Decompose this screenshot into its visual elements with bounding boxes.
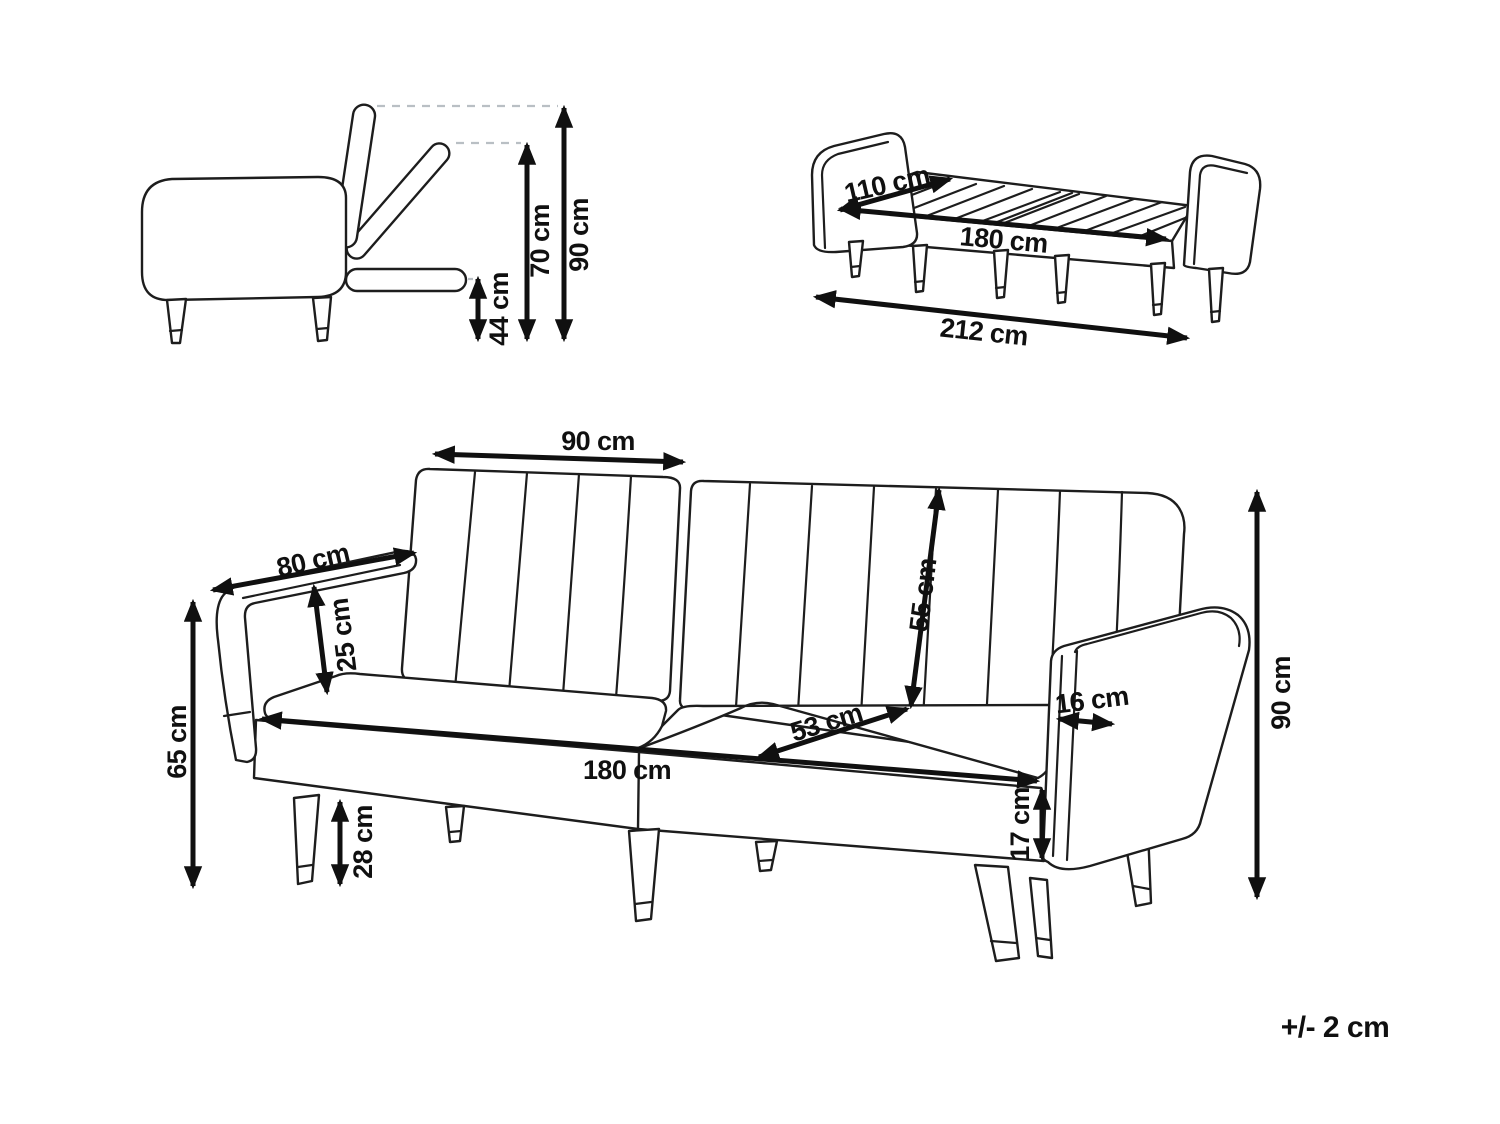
front-view-diagram: 90 cm 80 cm 25 cm 65 cm 28 cm 180 cm 53 …: [162, 426, 1296, 963]
bed-right-armrest: [1182, 154, 1262, 276]
dim-label-armrest-height: 65 cm: [162, 705, 192, 779]
backrest-flat-position: [344, 267, 468, 293]
dim-arrow-backrest-height: [904, 486, 946, 710]
bed-view-diagram: 110 cm 180 cm 212 cm: [810, 132, 1262, 352]
front-view-legs: [292, 793, 1153, 963]
dim-label-mattress-length: 180 cm: [959, 221, 1049, 259]
bed-right-armrest-seam: [1192, 164, 1249, 266]
dim-arrow-armrest-thickness: [1055, 711, 1116, 732]
front-right-armrest: [1041, 606, 1251, 871]
side-view-legs: [165, 295, 333, 345]
dim-label-total-height: 90 cm: [1266, 656, 1296, 730]
side-view-diagram: 44 cm 70 cm 90 cm: [140, 103, 594, 346]
dim-label-backrest-section-width: 90 cm: [561, 426, 635, 456]
dim-label-backrest-mid-height: 70 cm: [525, 204, 555, 278]
tolerance-note: +/- 2 cm: [1281, 1011, 1390, 1044]
dim-label-seat-width: 180 cm: [583, 755, 671, 785]
dim-arrow-backrest-section-width: [431, 445, 687, 471]
dim-arrow-seat-width: [258, 711, 1041, 789]
backrest-left-section: [400, 467, 682, 703]
dim-arrow-seat-depth: [755, 706, 911, 760]
dim-label-backrest-top-height: 90 cm: [564, 198, 594, 272]
dim-label-armrest-above-seat: 25 cm: [324, 597, 363, 674]
dim-arrow-total-length: [812, 290, 1191, 345]
dim-arrow-mattress-length: [837, 201, 1170, 247]
bed-left-armrest-seam: [820, 140, 890, 250]
dim-arrow-armrest-above-seat: [307, 583, 334, 696]
dim-arrow-armrest-length: [209, 547, 418, 596]
dim-label-leg-height: 28 cm: [348, 805, 378, 879]
front-right-armrest-seams: [1051, 610, 1241, 862]
front-view-leg-caps: [296, 829, 1151, 945]
backrest-mid-position: [345, 142, 451, 260]
sofa-body-side: [140, 175, 348, 302]
dim-label-base-height: 17 cm: [1005, 787, 1035, 861]
dim-label-platform-height: 44 cm: [484, 272, 514, 346]
side-view-leg-caps: [168, 326, 330, 333]
